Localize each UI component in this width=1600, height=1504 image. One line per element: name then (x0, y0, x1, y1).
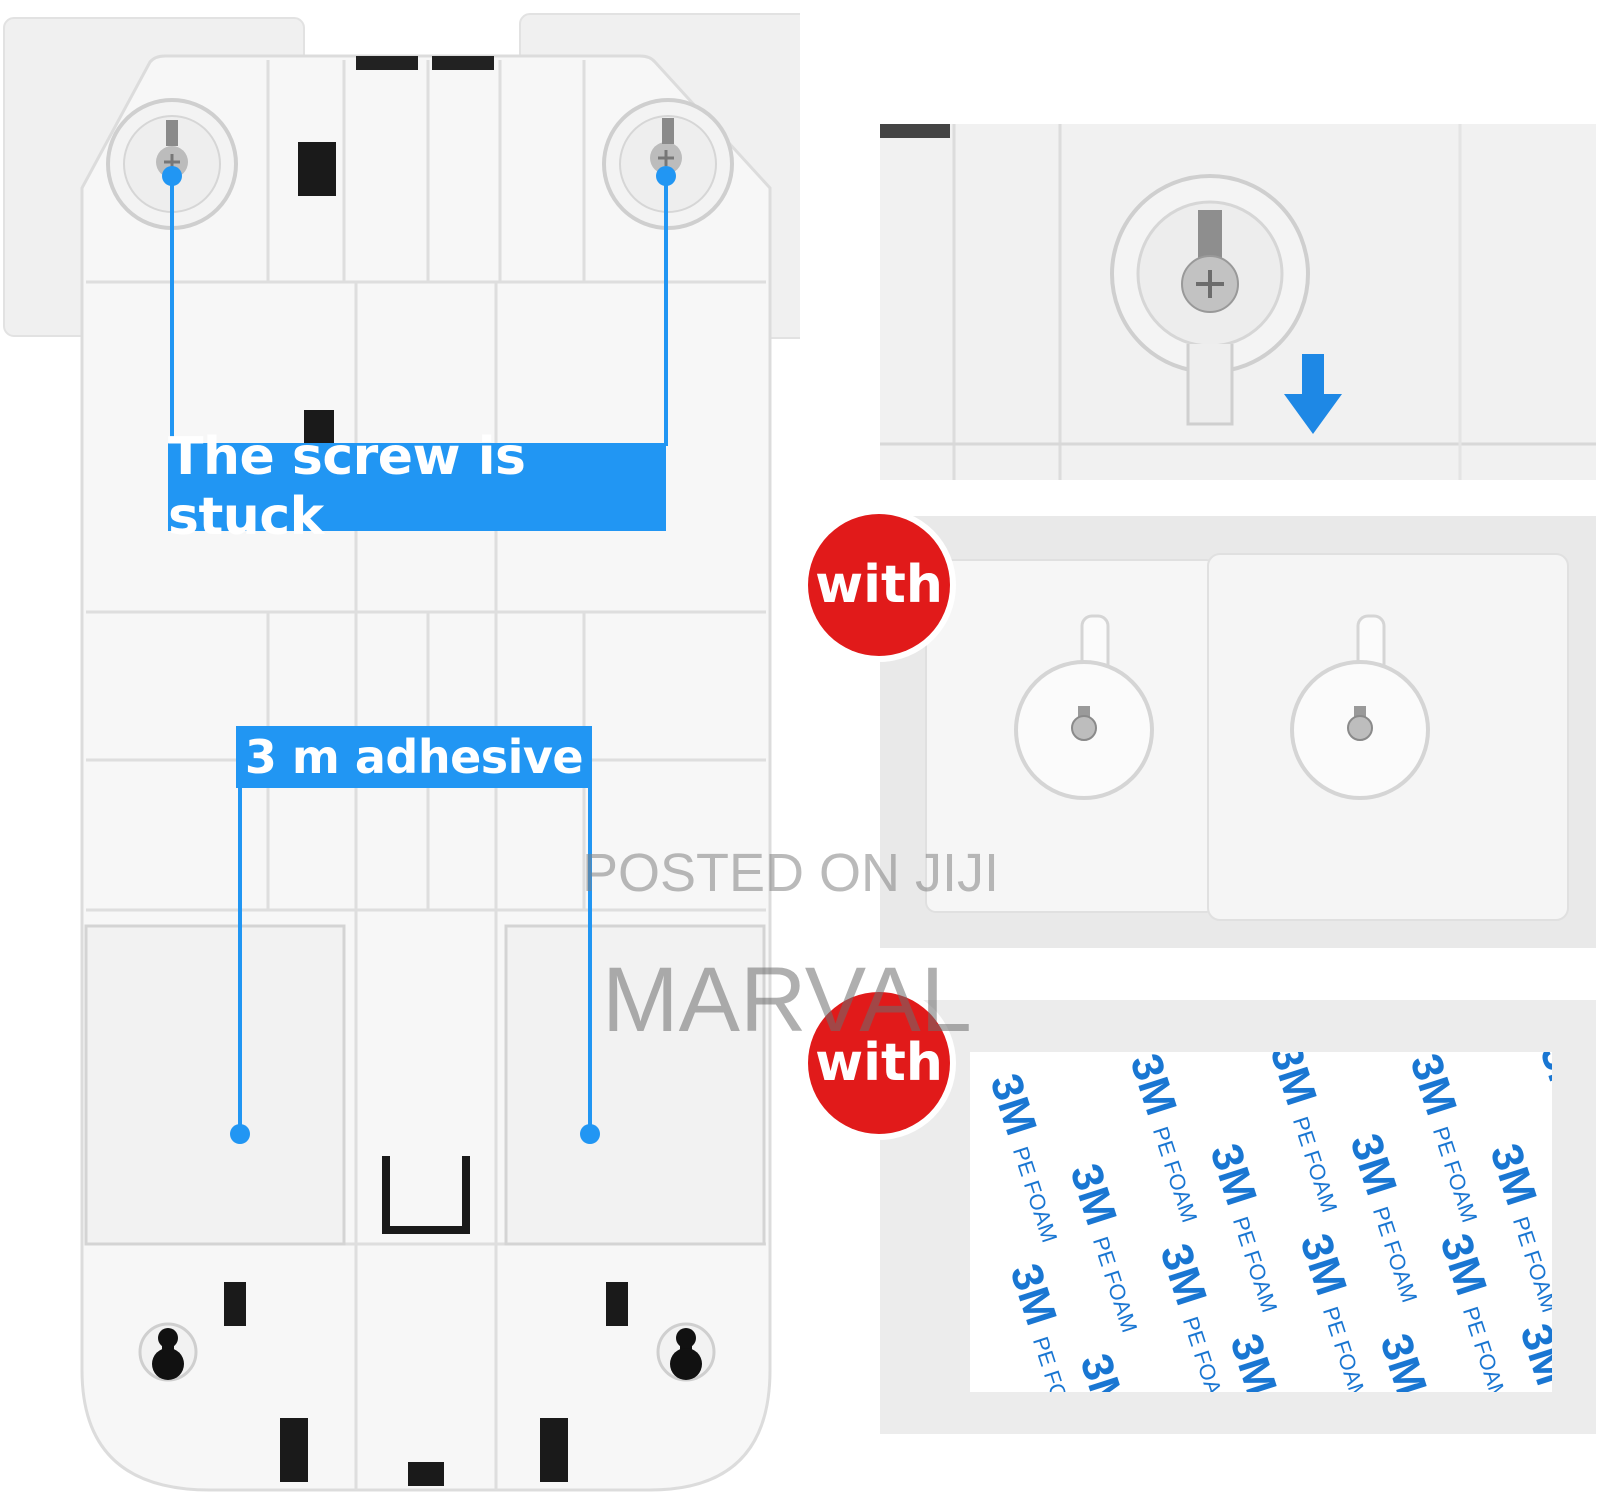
top-slot-1 (356, 56, 418, 70)
top-slot-2 (432, 56, 494, 70)
callout-3m-adhesive: 3 m adhesive (236, 726, 592, 788)
keyhole-icon (138, 1322, 198, 1382)
screw-icon (106, 98, 238, 230)
callout-leaders (170, 176, 668, 1134)
screw-icon (1290, 614, 1430, 800)
screw-icon (602, 98, 734, 230)
screw-icon (1181, 210, 1239, 313)
with-badge: with (808, 992, 950, 1134)
slot-mid (304, 410, 334, 446)
arrow-down-icon (1284, 354, 1342, 434)
screw-closeup-drawing (880, 124, 1596, 480)
slot-upper (298, 142, 336, 196)
adhesive-hooks-panel (880, 516, 1596, 948)
adhesive-square-left (84, 924, 346, 1246)
bottom-clip (382, 1156, 470, 1234)
screw-closeup-panel (880, 124, 1596, 480)
screw-icon (1014, 614, 1154, 800)
adhesive-square-right (504, 924, 766, 1246)
watermark-brand: MARVAL (602, 949, 972, 1051)
adhesive-hooks-drawing (880, 516, 1596, 948)
keyhole-icon (656, 1322, 716, 1382)
callout-screw-stuck: The screw is stuck (168, 427, 666, 547)
foam-tape-sheet (970, 1052, 1552, 1392)
watermark-posted: POSTED ON JIJI (582, 843, 1000, 903)
with-badge: with (808, 514, 950, 656)
